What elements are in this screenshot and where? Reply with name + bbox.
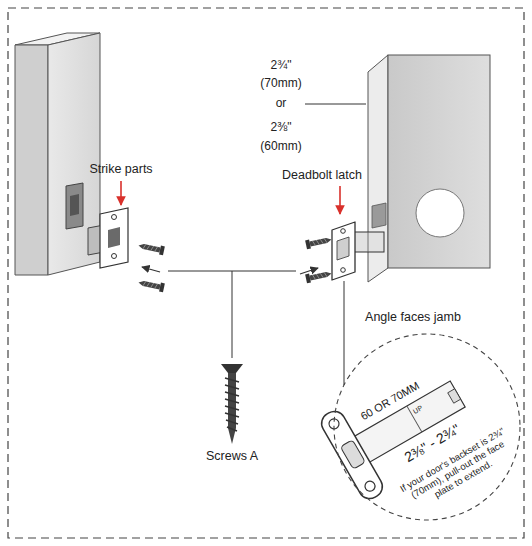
pointer-arrow bbox=[300, 268, 318, 274]
frame-border bbox=[8, 8, 524, 538]
dimension-label: or bbox=[276, 97, 287, 110]
part-label: Screws A bbox=[206, 450, 258, 464]
part-label: Deadbolt latch bbox=[282, 169, 362, 183]
latch-face-plate bbox=[318, 407, 387, 502]
latch-face-plate bbox=[332, 222, 355, 280]
screw-hole bbox=[112, 254, 117, 259]
dimension-label: (60mm) bbox=[260, 140, 301, 153]
pointer-arrow bbox=[142, 267, 160, 272]
latch-bolt bbox=[337, 237, 349, 260]
pointer-arrow bbox=[339, 186, 341, 214]
strike-hole bbox=[70, 194, 79, 216]
part-label: Strike parts bbox=[89, 163, 152, 177]
dimension-label: 60 OR 70MM bbox=[359, 379, 422, 423]
latch-bore bbox=[372, 203, 386, 228]
inset-circle bbox=[334, 334, 520, 520]
detail-inset: 60 OR 70MMUP2⅜" - 2¾"If your door's back… bbox=[333, 333, 521, 521]
note-label: Angle faces jamb bbox=[365, 311, 461, 325]
note-text: If your door's backset is 2¾" (70mm), pu… bbox=[397, 425, 519, 514]
leader-line bbox=[232, 271, 233, 358]
marking-label: UP bbox=[412, 404, 424, 416]
screw-symbol bbox=[138, 241, 165, 255]
bore-hole bbox=[416, 189, 464, 237]
screw-hole bbox=[112, 215, 117, 220]
latch-tube bbox=[352, 232, 384, 252]
dimension-label: 2⅜" bbox=[271, 121, 292, 134]
screw-thread bbox=[225, 378, 239, 431]
strike-recess bbox=[66, 183, 83, 229]
pointer-arrow bbox=[120, 181, 122, 205]
strike-plate-hole bbox=[108, 227, 120, 248]
dimension-label: (70mm) bbox=[260, 77, 301, 90]
strike-plate bbox=[100, 208, 128, 268]
leader-line bbox=[305, 104, 366, 105]
door-face bbox=[388, 55, 490, 268]
latch-bolt bbox=[340, 440, 365, 470]
dimension-label: 2¾" bbox=[271, 59, 292, 72]
latch-spindle-slot bbox=[448, 389, 461, 403]
latch-tube-joint bbox=[368, 232, 369, 252]
screw-head bbox=[221, 364, 243, 373]
leader-line bbox=[344, 281, 345, 385]
screw-hole bbox=[341, 229, 346, 234]
screw-symbol bbox=[305, 235, 332, 249]
jamb-front bbox=[15, 45, 48, 275]
screw-symbol bbox=[138, 278, 165, 292]
screw-hole bbox=[363, 479, 377, 493]
screw-hole bbox=[341, 268, 346, 273]
